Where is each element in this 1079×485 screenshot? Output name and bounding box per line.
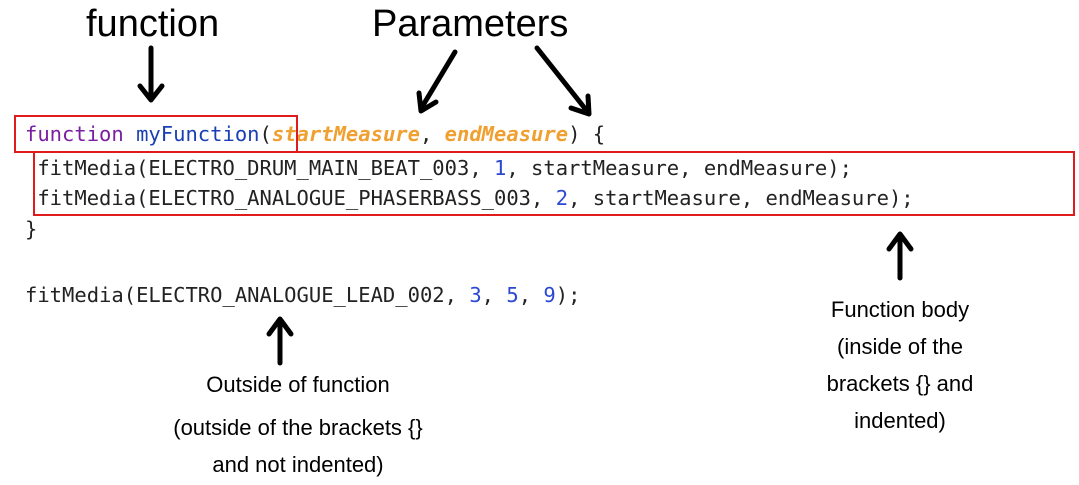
code-line-closing-brace: } bbox=[25, 217, 38, 241]
outside-start: 5 bbox=[506, 283, 519, 307]
parameters-label: Parameters bbox=[372, 3, 569, 45]
arrow-to-function-keyword bbox=[137, 45, 165, 103]
param-end-measure: endMeasure bbox=[444, 122, 569, 146]
function-body-note-line-4: indented) bbox=[854, 408, 946, 433]
body-1-track: 1 bbox=[494, 156, 507, 180]
function-label: function bbox=[86, 3, 220, 45]
outside-note-line-1: Outside of function bbox=[206, 372, 390, 397]
arrow-to-param-end bbox=[534, 45, 592, 117]
close-paren-brace: ) { bbox=[568, 122, 606, 146]
param-separator: , bbox=[419, 122, 445, 146]
body-1-suffix: , startMeasure, endMeasure); bbox=[506, 156, 852, 180]
arrow-to-param-start bbox=[416, 49, 458, 114]
outside-prefix: fitMedia(ELECTRO_ANALOGUE_LEAD_002, bbox=[25, 283, 470, 307]
outside-function-note: Outside of function (outside of the brac… bbox=[120, 366, 476, 483]
open-paren: ( bbox=[259, 122, 272, 146]
function-body-note-line-1: Function body bbox=[830, 297, 970, 322]
function-declaration-box bbox=[14, 115, 298, 153]
arrow-to-function-body bbox=[886, 231, 914, 281]
outside-sep-2: , bbox=[518, 283, 544, 307]
keyword-function: function bbox=[25, 122, 124, 146]
outside-track: 3 bbox=[469, 283, 482, 307]
code-line-body-1: fitMedia(ELECTRO_DRUM_MAIN_BEAT_003, 1, … bbox=[25, 155, 852, 181]
arrow-to-outside-code bbox=[266, 316, 294, 366]
outside-end: 9 bbox=[543, 283, 556, 307]
body-1-prefix: fitMedia(ELECTRO_DRUM_MAIN_BEAT_003, bbox=[25, 156, 494, 180]
function-body-note-line-3: brackets {} and bbox=[826, 371, 974, 396]
code-line-body-2: fitMedia(ELECTRO_ANALOGUE_PHASERBASS_003… bbox=[25, 185, 914, 211]
function-body-note-line-2: (inside of the bbox=[837, 334, 963, 359]
body-2-suffix: , startMeasure, endMeasure); bbox=[568, 186, 914, 210]
function-body-note: Function body (inside of the brackets {}… bbox=[780, 291, 1020, 439]
function-body-box bbox=[33, 151, 1075, 216]
outside-suffix: ); bbox=[555, 283, 581, 307]
outside-sep-1: , bbox=[481, 283, 507, 307]
outside-note-line-3: and not indented) bbox=[212, 452, 384, 477]
code-line-outside-call: fitMedia(ELECTRO_ANALOGUE_LEAD_002, 3, 5… bbox=[25, 282, 580, 308]
body-2-prefix: fitMedia(ELECTRO_ANALOGUE_PHASERBASS_003… bbox=[25, 186, 556, 210]
outside-note-line-2: (outside of the brackets {} bbox=[173, 415, 423, 440]
function-name: myFunction bbox=[136, 122, 260, 146]
body-2-track: 2 bbox=[555, 186, 569, 210]
